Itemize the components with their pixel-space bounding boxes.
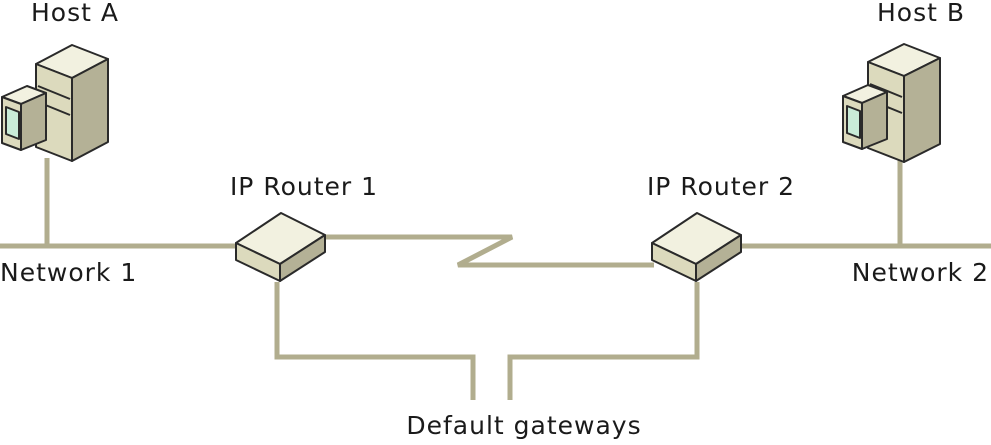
- host-a-label: Host A: [31, 0, 119, 27]
- host-b-computer-icon: [842, 43, 941, 163]
- gateway-1-bracket: [274, 282, 476, 400]
- network-2-label: Network 2: [852, 258, 989, 287]
- gateway-2-bracket: [507, 282, 700, 400]
- wan-link: [322, 234, 654, 268]
- network-1-label: Network 1: [0, 258, 137, 287]
- ip-router-1-label: IP Router 1: [230, 172, 378, 201]
- ip-router-2-icon: [651, 212, 742, 282]
- default-gateways-label: Default gateways: [406, 411, 641, 440]
- ip-router-1-icon: [235, 212, 326, 282]
- host-a-computer-icon: [1, 44, 109, 162]
- ip-router-2-label: IP Router 2: [647, 172, 795, 201]
- host-b-label: Host B: [877, 0, 965, 27]
